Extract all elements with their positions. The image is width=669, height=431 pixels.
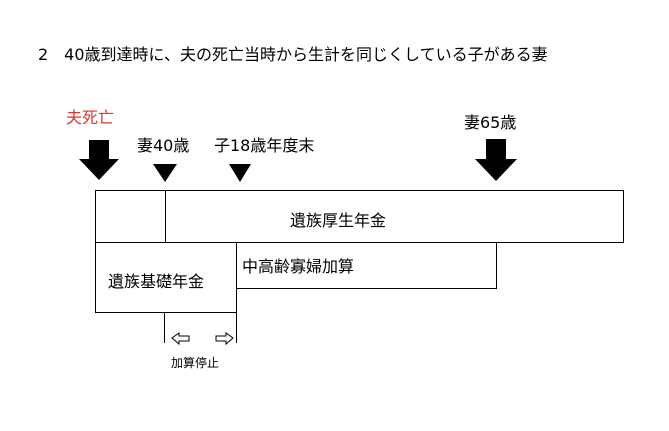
middle-aged-widow-supplement-box bbox=[236, 242, 497, 289]
husband-death-label: 夫死亡 bbox=[66, 108, 115, 127]
hollow-right-arrow-icon bbox=[215, 332, 234, 346]
child-18-marker-icon bbox=[229, 164, 251, 182]
survivors-employees-pension-label: 遺族厚生年金 bbox=[290, 211, 387, 230]
wife-40-divider bbox=[165, 190, 166, 243]
page-heading: 2 40歳到達時に、夫の死亡当時から生計を同じくしている子がある妻 bbox=[38, 45, 548, 64]
stop-period-start-line bbox=[164, 313, 165, 343]
hollow-left-arrow-icon bbox=[171, 332, 190, 346]
supplement-stop-label: 加算停止 bbox=[171, 356, 220, 370]
middle-aged-widow-supplement-label: 中高齢寡婦加算 bbox=[242, 257, 355, 276]
wife-65-label: 妻65歳 bbox=[464, 113, 517, 132]
stop-period-end-line bbox=[236, 313, 237, 343]
child-18-label: 子18歳年度末 bbox=[214, 136, 315, 155]
wife-40-marker-icon bbox=[153, 164, 177, 182]
husband-death-arrow-icon bbox=[79, 140, 119, 180]
wife-65-arrow-icon bbox=[475, 139, 517, 181]
wife-40-label: 妻40歳 bbox=[137, 136, 190, 155]
survivors-basic-pension-label: 遺族基礎年金 bbox=[108, 272, 205, 291]
